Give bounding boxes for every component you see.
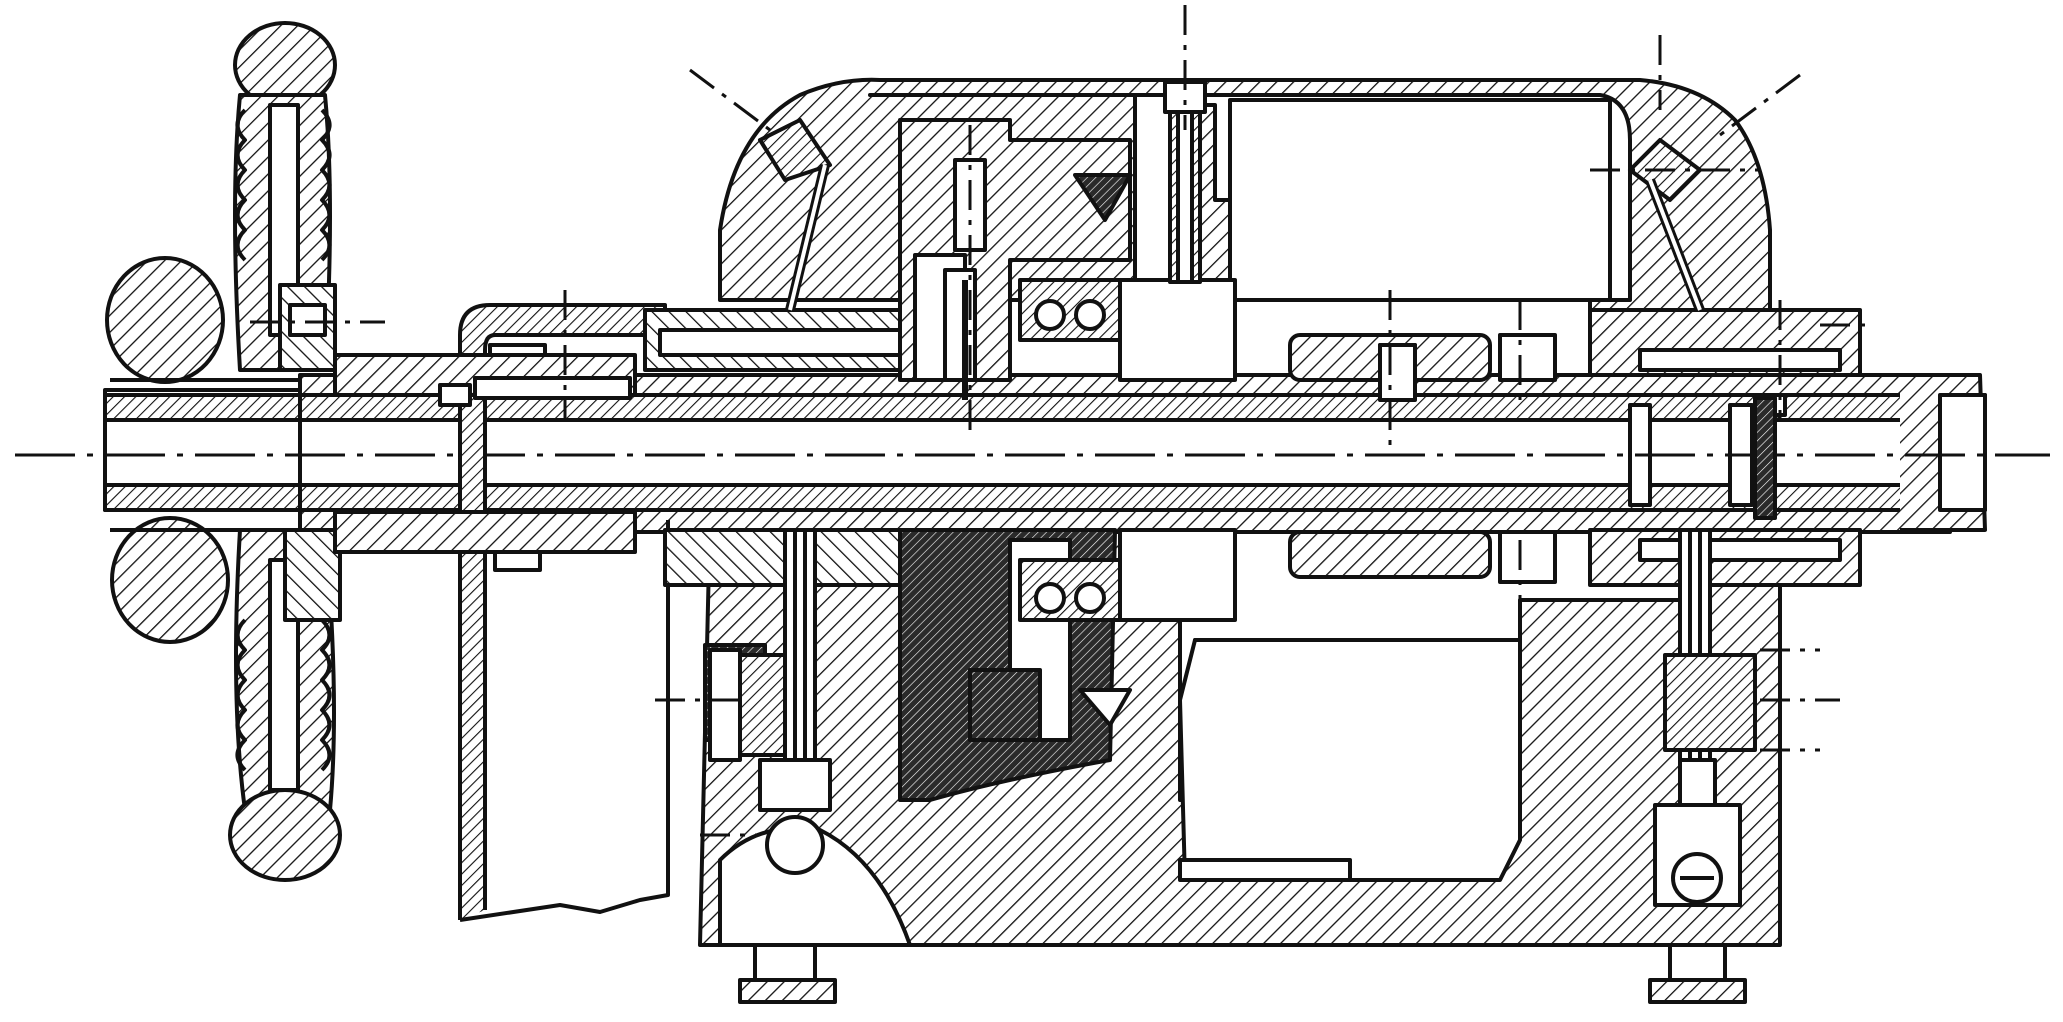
- right-end-housing: [1588, 138, 1862, 1004]
- disc-pack: [898, 118, 1237, 802]
- handwheel: [105, 21, 342, 882]
- right-collar: [1288, 333, 1557, 584]
- top-bolt: [1163, 80, 1207, 284]
- left-bracket: [333, 303, 670, 922]
- construction-lines: [250, 5, 1870, 837]
- left-side-clamp: [708, 648, 787, 762]
